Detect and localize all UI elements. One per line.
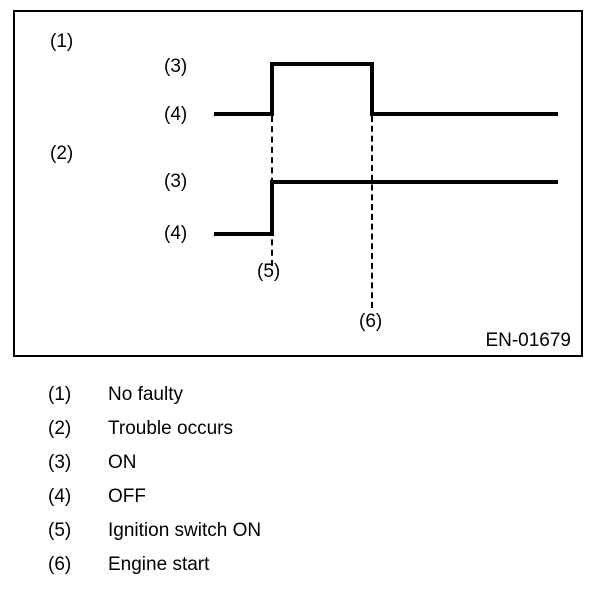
level-label-on-bottom: (3) xyxy=(164,171,188,192)
legend-key: (4) xyxy=(48,486,72,507)
legend-item: (1) No faulty xyxy=(0,378,608,412)
event-marker-line-ignition xyxy=(271,116,273,266)
legend-text: No faulty xyxy=(108,384,183,405)
legend-list: (1) No faulty (2) Trouble occurs (3) ON … xyxy=(0,378,608,582)
waveform-edge-fall xyxy=(370,62,374,116)
event-marker-label-ignition: (5) xyxy=(257,261,281,282)
event-marker-label-engine-start: (6) xyxy=(359,311,383,332)
legend-text: OFF xyxy=(108,486,146,507)
level-label-off-top: (4) xyxy=(164,104,188,125)
legend-key: (2) xyxy=(48,418,72,439)
legend-item: (5) Ignition switch ON xyxy=(0,514,608,548)
waveform-segment-on xyxy=(270,62,374,66)
legend-item: (3) ON xyxy=(0,446,608,480)
legend-key: (5) xyxy=(48,520,72,541)
legend-item: (2) Trouble occurs xyxy=(0,412,608,446)
legend-key: (3) xyxy=(48,452,72,473)
legend-text: ON xyxy=(108,452,137,473)
legend-text: Ignition switch ON xyxy=(108,520,262,541)
waveform-edge-rise xyxy=(270,62,274,116)
level-label-off-bottom: (4) xyxy=(164,223,188,244)
waveform-segment-off xyxy=(214,232,274,236)
figure-reference-code: EN-01679 xyxy=(485,330,571,351)
waveform-segment-off-end xyxy=(370,112,558,116)
waveform-group-label-no-faulty: (1) xyxy=(50,31,74,52)
figure-frame: (1) (2) (3) (4) (3) (4) (5) (6) EN-01679 xyxy=(13,10,583,357)
legend-key: (6) xyxy=(48,554,72,575)
legend-key: (1) xyxy=(48,384,72,405)
event-marker-line-engine-start xyxy=(371,116,373,308)
legend-item: (4) OFF xyxy=(0,480,608,514)
waveform-segment-on xyxy=(270,180,558,184)
waveform-segment-off-start xyxy=(214,112,274,116)
legend-text: Trouble occurs xyxy=(108,418,233,439)
waveform-group-label-trouble-occurs: (2) xyxy=(50,143,74,164)
legend-item: (6) Engine start xyxy=(0,548,608,582)
legend-text: Engine start xyxy=(108,554,210,575)
level-label-on-top: (3) xyxy=(164,56,188,77)
